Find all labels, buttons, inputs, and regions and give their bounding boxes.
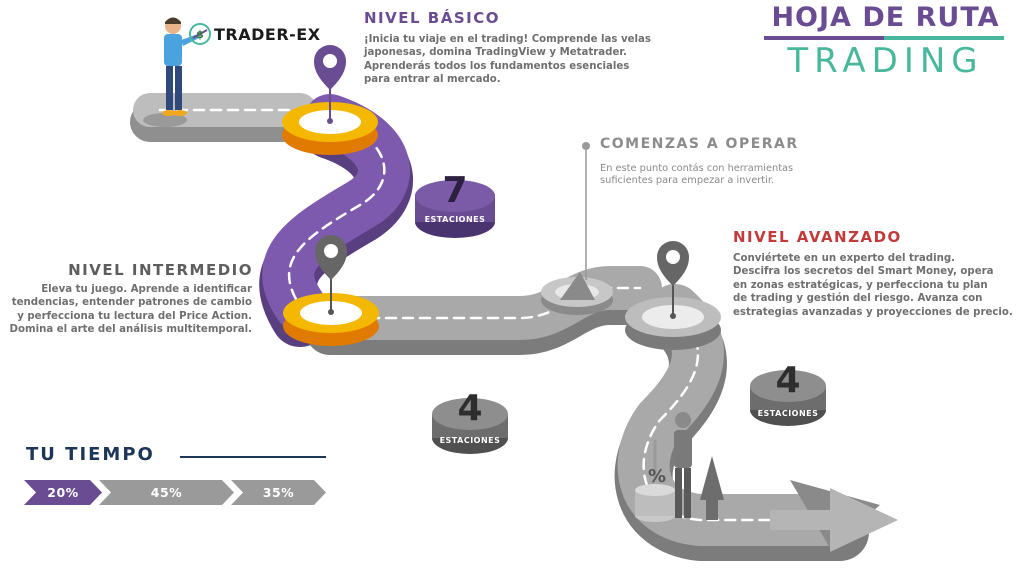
- title-divider: [764, 36, 1004, 40]
- level-advanced-description: Conviértete en un experto del trading. D…: [733, 253, 1013, 318]
- brand-logo: $ TRADER-EX: [188, 21, 321, 47]
- pointer-operate: [582, 142, 590, 280]
- level-intermediate-title: NIVEL INTERMEDIO: [68, 261, 253, 279]
- page-title-line1: HOJA DE RUTA: [771, 2, 1000, 33]
- arrow-right-icon: [770, 480, 898, 552]
- stations-badge-7-number: 7: [442, 170, 468, 211]
- time-divider: [180, 456, 326, 458]
- start-platform: [143, 113, 187, 127]
- page-title-line2: TRADING: [787, 41, 984, 81]
- time-title: TU TIEMPO: [26, 444, 155, 465]
- level-operate-description: En este punto contás con herramientas su…: [600, 163, 794, 187]
- time-segment-intermediate: 45%: [99, 480, 234, 505]
- svg-text:$: $: [196, 28, 204, 41]
- time-segment-advanced: 35%: [231, 480, 326, 505]
- time-segment-basic: 20%: [24, 480, 102, 505]
- stations-badge-7-label: ESTACIONES: [424, 215, 486, 224]
- dollar-globe-icon: $: [189, 23, 211, 45]
- stations-badge-4-right: [750, 370, 826, 426]
- stations-badge-7: [415, 180, 495, 238]
- stations-badge-4-mid: [432, 398, 508, 454]
- pin-icon-advanced: [657, 241, 689, 319]
- stations-badge-4-mid-label: ESTACIONES: [439, 436, 501, 445]
- stations-badge-4-right-number: 4: [775, 360, 801, 401]
- level-advanced-title: NIVEL AVANZADO: [733, 228, 902, 246]
- station-operate-ring: [541, 272, 613, 315]
- trader-character-end: %: [635, 412, 724, 522]
- level-basic-title: NIVEL BÁSICO: [364, 9, 500, 27]
- trader-character-start: [162, 17, 199, 116]
- level-basic-description: ¡Inicia tu viaje en el trading! Comprend…: [364, 34, 651, 86]
- stations-badge-4-right-label: ESTACIONES: [757, 409, 819, 418]
- stations-badge-4-mid-number: 4: [457, 388, 483, 429]
- level-operate-title: COMENZAS A OPERAR: [600, 136, 799, 152]
- brand-name: TRADER-EX: [214, 24, 321, 44]
- svg-text:%: %: [648, 466, 666, 487]
- pin-icon-basic: [314, 45, 346, 124]
- pin-icon-intermediate: [315, 235, 347, 315]
- level-intermediate-description: Eleva tu juego. Aprende a identificar te…: [9, 284, 252, 336]
